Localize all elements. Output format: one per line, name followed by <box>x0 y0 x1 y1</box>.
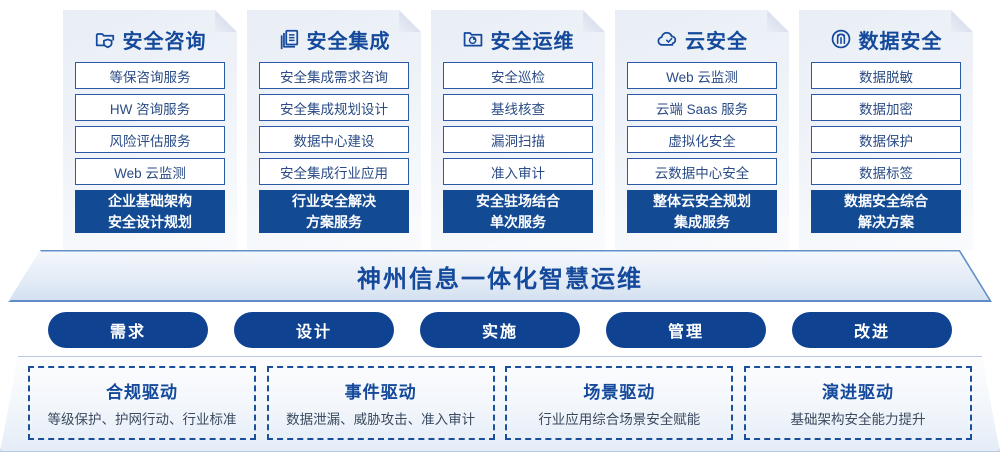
card-summary-line1: 整体云安全规划 <box>653 193 751 210</box>
card-summary[interactable]: 安全驻场结合 单次服务 <box>443 190 593 233</box>
card-header: 数据安全 <box>811 16 961 62</box>
card-summary[interactable]: 企业基础架构 安全设计规划 <box>75 190 225 233</box>
driver-subtitle: 基础架构安全能力提升 <box>790 412 926 427</box>
card-title: 安全咨询 <box>122 30 207 53</box>
card-summary[interactable]: 行业安全解决 方案服务 <box>259 190 409 233</box>
card-summary-line2: 解决方案 <box>858 213 914 230</box>
card-title: 安全运维 <box>490 30 575 53</box>
capability-card-security-consulting[interactable]: 安全咨询 等保咨询服务 HW 咨询服务 风险评估服务 Web 云监测 企业基础架… <box>63 10 237 250</box>
card-header: 安全集成 <box>259 16 409 62</box>
driver-subtitle: 等级保护、护网行动、行业标准 <box>47 412 237 427</box>
card-summary-line1: 数据安全综合 <box>844 193 928 210</box>
driver-subtitle: 行业应用综合场景安全赋能 <box>538 412 701 427</box>
driver-title: 场景驱动 <box>583 383 656 402</box>
card-header: 安全咨询 <box>75 16 225 62</box>
folder-shield-icon <box>94 28 116 50</box>
card-summary-line2: 集成服务 <box>674 213 730 230</box>
driver-evolution[interactable]: 演进驱动 基础架构安全能力提升 <box>743 366 972 440</box>
card-item[interactable]: HW 咨询服务 <box>75 94 225 121</box>
folder-monitor-icon <box>462 28 484 50</box>
capability-card-data-security[interactable]: 数据安全 数据脱敏 数据加密 数据保护 数据标签 数据安全综合 解决方案 <box>799 10 973 250</box>
card-item[interactable]: 基线核查 <box>443 94 593 121</box>
card-item[interactable]: 云端 Saas 服务 <box>627 94 777 121</box>
card-title: 安全集成 <box>306 30 391 53</box>
cloud-check-icon <box>656 28 678 50</box>
fingerprint-icon <box>830 28 852 50</box>
card-header: 安全运维 <box>443 16 593 62</box>
card-title: 数据安全 <box>858 30 943 53</box>
card-fold-corner <box>583 10 605 32</box>
driver-subtitle: 数据泄漏、威胁攻击、准入审计 <box>286 412 476 427</box>
card-item[interactable]: 准入审计 <box>443 158 593 185</box>
drivers-band-background <box>0 356 1000 452</box>
phase-pill-management[interactable]: 管理 <box>606 312 766 348</box>
phase-pill-requirements[interactable]: 需求 <box>48 312 208 348</box>
card-summary-line2: 安全设计规划 <box>108 213 192 230</box>
card-item[interactable]: 安全集成行业应用 <box>259 158 409 185</box>
banner-title: 神州信息一体化智慧运维 <box>357 265 643 293</box>
card-fold-corner <box>951 10 973 32</box>
capability-card-security-integration[interactable]: 安全集成 安全集成需求咨询 安全集成规划设计 数据中心建设 安全集成行业应用 行… <box>247 10 421 250</box>
card-summary[interactable]: 整体云安全规划 集成服务 <box>627 190 777 233</box>
phase-pill-implementation[interactable]: 实施 <box>420 312 580 348</box>
platform-banner: 神州信息一体化智慧运维 <box>0 250 1000 302</box>
card-item[interactable]: 云数据中心安全 <box>627 158 777 185</box>
banner-trapezoid-shape <box>8 250 992 302</box>
card-summary-line1: 行业安全解决 <box>292 193 376 210</box>
card-summary-line2: 单次服务 <box>490 213 546 230</box>
card-title: 云安全 <box>685 30 748 53</box>
capability-card-cloud-security[interactable]: 云安全 Web 云监测 云端 Saas 服务 虚拟化安全 云数据中心安全 整体云… <box>615 10 789 250</box>
card-header: 云安全 <box>627 16 777 62</box>
capability-cards-row: 安全咨询 等保咨询服务 HW 咨询服务 风险评估服务 Web 云监测 企业基础架… <box>0 0 1000 252</box>
card-item[interactable]: 数据中心建设 <box>259 126 409 153</box>
phase-pill-improvement[interactable]: 改进 <box>792 312 952 348</box>
card-item[interactable]: 风险评估服务 <box>75 126 225 153</box>
driver-compliance[interactable]: 合规驱动 等级保护、护网行动、行业标准 <box>28 366 256 440</box>
card-item[interactable]: Web 云监测 <box>75 158 225 185</box>
driver-incident[interactable]: 事件驱动 数据泄漏、威胁攻击、准入审计 <box>266 366 495 440</box>
drivers-grid: 合规驱动 等级保护、护网行动、行业标准 事件驱动 数据泄漏、威胁攻击、准入审计 … <box>0 356 1000 452</box>
card-item[interactable]: 安全集成规划设计 <box>259 94 409 121</box>
stacked-documents-icon <box>278 28 300 50</box>
phase-pill-row: 需求 设计 实施 管理 改进 <box>0 312 1000 348</box>
card-item[interactable]: 漏洞扫描 <box>443 126 593 153</box>
card-item[interactable]: Web 云监测 <box>627 62 777 89</box>
phase-pill-design[interactable]: 设计 <box>234 312 394 348</box>
card-fold-corner <box>215 10 237 32</box>
capability-card-security-operations[interactable]: 安全运维 安全巡检 基线核查 漏洞扫描 准入审计 安全驻场结合 单次服务 <box>431 10 605 250</box>
card-summary[interactable]: 数据安全综合 解决方案 <box>811 190 961 233</box>
card-item[interactable]: 数据保护 <box>811 126 961 153</box>
driver-title: 事件驱动 <box>344 383 417 402</box>
card-item[interactable]: 虚拟化安全 <box>627 126 777 153</box>
card-item[interactable]: 安全巡检 <box>443 62 593 89</box>
card-summary-line2: 方案服务 <box>306 213 362 230</box>
driver-title: 演进驱动 <box>821 383 894 402</box>
card-summary-line1: 企业基础架构 <box>108 193 192 210</box>
driver-scenario[interactable]: 场景驱动 行业应用综合场景安全赋能 <box>505 366 734 440</box>
card-item[interactable]: 数据标签 <box>811 158 961 185</box>
driver-title: 合规驱动 <box>106 383 178 402</box>
card-item[interactable]: 等保咨询服务 <box>75 62 225 89</box>
card-item[interactable]: 数据脱敏 <box>811 62 961 89</box>
card-summary-line1: 安全驻场结合 <box>476 193 560 210</box>
card-fold-corner <box>767 10 789 32</box>
card-item[interactable]: 数据加密 <box>811 94 961 121</box>
card-item[interactable]: 安全集成需求咨询 <box>259 62 409 89</box>
card-fold-corner <box>399 10 421 32</box>
drivers-band: 合规驱动 等级保护、护网行动、行业标准 事件驱动 数据泄漏、威胁攻击、准入审计 … <box>0 356 1000 452</box>
